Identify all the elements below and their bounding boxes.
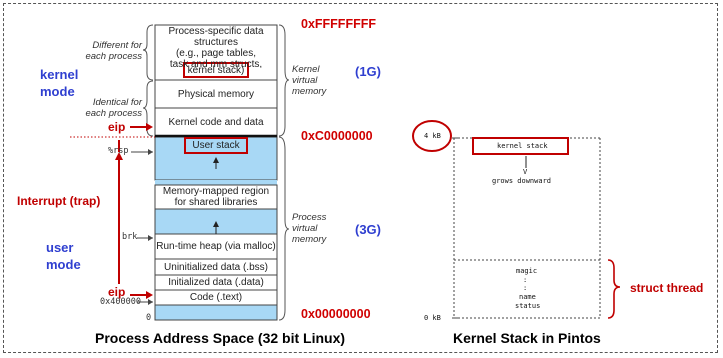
rsp-register: %rsp <box>108 146 129 156</box>
status-label: status <box>515 302 541 310</box>
kernel-vm-note: Kernel virtual memory <box>292 64 326 97</box>
name-label: name <box>519 293 536 301</box>
mode-line: mode <box>46 257 81 272</box>
pintos-kernel-stack-box <box>472 137 569 155</box>
note-line: each process <box>85 108 142 119</box>
note-line: Process <box>292 212 327 223</box>
struct-thread-label: struct thread <box>630 281 704 295</box>
bss-label: Uninitialized data (.bss) <box>164 262 268 273</box>
addr-mid: 0xC0000000 <box>301 129 373 143</box>
grows-downward-label: grows downward <box>492 177 552 185</box>
v-arrow-label: V <box>523 168 528 176</box>
note-line: memory <box>292 234 327 245</box>
size-3g: (3G) <box>355 222 381 237</box>
kernel-stack-red-box <box>183 62 249 78</box>
mode-line: mode <box>40 84 75 99</box>
identical-note: Identical for each process <box>82 97 142 119</box>
right-title: Kernel Stack in Pintos <box>453 330 601 346</box>
heap-label: Run-time heap (via malloc) <box>156 241 276 252</box>
brk-register: brk <box>122 232 138 242</box>
user-stack-red-box <box>184 137 248 154</box>
cell-line: Process-specific data <box>168 26 264 37</box>
note-line: each process <box>85 51 142 62</box>
note-line: Identical for <box>92 97 142 108</box>
physical-memory-label: Physical memory <box>177 89 255 100</box>
mode-line: user <box>46 240 74 255</box>
note-line: virtual <box>292 75 318 86</box>
cell-line: (e.g., page tables, <box>175 48 257 59</box>
addr-zero: 0 <box>146 313 152 323</box>
note-line: Kernel <box>292 64 320 75</box>
magic-label: magic <box>516 267 538 275</box>
cell-line: structures <box>194 37 238 48</box>
note-line: virtual <box>292 223 318 234</box>
kernel-stack-label: kernel stack) <box>187 65 245 76</box>
interrupt-label: Interrupt (trap) <box>17 194 101 208</box>
text-label: Code (.text) <box>189 292 243 303</box>
cell-line: Memory-mapped region <box>162 186 270 197</box>
addr-bottom: 0x00000000 <box>301 307 371 321</box>
pintos-kernel-stack-label: kernel stack <box>497 142 548 150</box>
dots-2: : <box>523 284 528 292</box>
kb4-label: 4 kB <box>424 132 441 140</box>
user-stack-label: User stack <box>192 140 240 151</box>
eip-top-label: eip <box>108 120 126 134</box>
note-line: memory <box>292 86 327 97</box>
kernel-mode-label: kernel mode <box>40 66 78 100</box>
gap-cell-top <box>155 180 277 185</box>
data-label: Initialized data (.data) <box>168 277 264 288</box>
mode-line: kernel <box>40 67 79 82</box>
kernel-code-label: Kernel code and data <box>168 117 264 128</box>
addr-top: 0xFFFFFFFF <box>301 17 376 31</box>
different-note: Different for each process <box>82 40 142 62</box>
top-region <box>154 24 278 138</box>
note-line: Different for <box>92 40 142 51</box>
size-1g: (1G) <box>355 64 381 79</box>
dots-1: : <box>523 276 528 284</box>
kb0-label: 0 kB <box>424 314 441 322</box>
addr-400000: 0x400000 <box>100 297 141 307</box>
kb4-red-circle <box>412 120 452 152</box>
outer-dashed-frame <box>3 3 718 353</box>
process-specific-cell: Process-specific data structures (e.g., … <box>155 26 277 68</box>
process-vm-note: Process virtual memory <box>292 212 326 245</box>
eip-bottom-label: eip <box>108 285 126 299</box>
user-mode-label: user mode <box>46 239 81 273</box>
left-title: Process Address Space (32 bit Linux) <box>95 330 346 346</box>
cell-line: task and mm structs, <box>169 59 263 68</box>
mmap-region-label: Memory-mapped region for shared librarie… <box>155 186 277 208</box>
cell-line: for shared libraries <box>174 197 258 208</box>
